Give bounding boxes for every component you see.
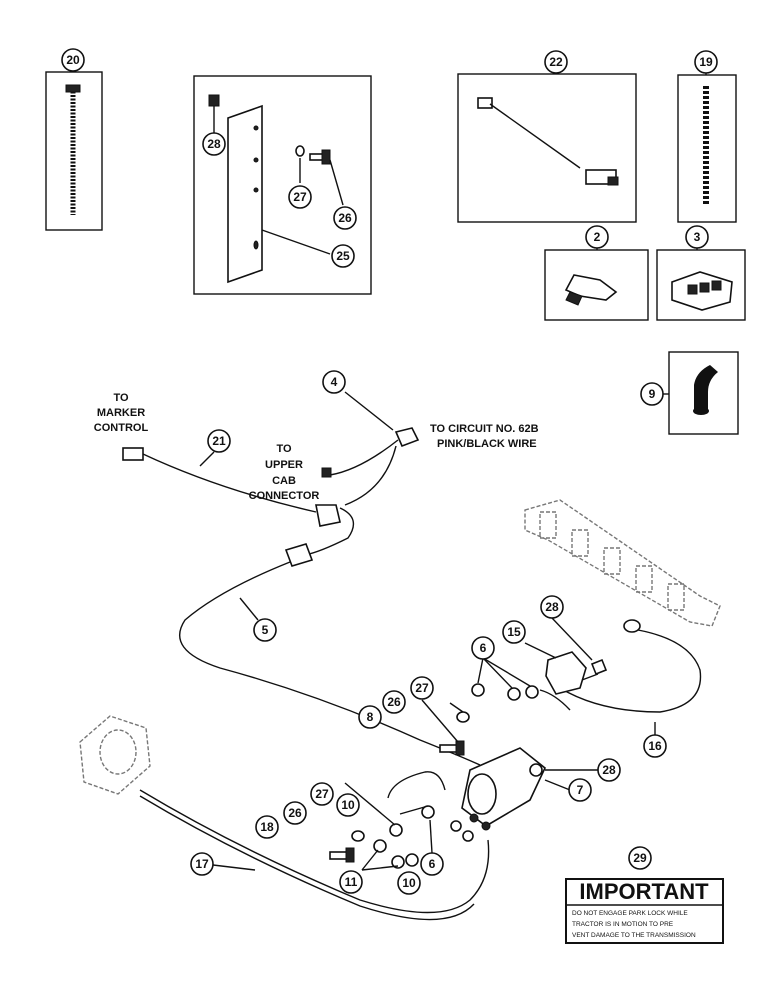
- callout-22: 22: [544, 50, 568, 74]
- part-20-box: [45, 70, 103, 231]
- part-19-box: [677, 73, 737, 223]
- svg-text:CAB: CAB: [272, 475, 296, 487]
- wiring-harness: [122, 391, 702, 766]
- starter-motor: [79, 715, 490, 921]
- part-22-box: [457, 72, 637, 223]
- label-circuit-62b: TO CIRCUIT NO. 62B PINK/BLACK WIRE: [430, 423, 539, 450]
- callout-10-a: 10: [336, 793, 360, 817]
- svg-text:16: 16: [648, 739, 662, 753]
- svg-text:26: 26: [288, 806, 302, 820]
- svg-text:TO: TO: [276, 443, 292, 455]
- svg-text:27: 27: [293, 190, 307, 204]
- callout-26-a: 26: [333, 206, 357, 230]
- svg-text:25: 25: [336, 249, 350, 263]
- callout-11: 11: [339, 870, 363, 894]
- svg-text:17: 17: [195, 857, 209, 871]
- callout-27-c: 27: [310, 782, 334, 806]
- svg-text:20: 20: [66, 53, 80, 67]
- svg-text:28: 28: [602, 763, 616, 777]
- svg-text:6: 6: [429, 857, 436, 871]
- part-7-solenoid: [461, 747, 598, 831]
- svg-text:11: 11: [345, 875, 358, 889]
- callout-27-a: 27: [288, 185, 312, 209]
- svg-text:MARKER: MARKER: [97, 407, 145, 419]
- svg-text:10: 10: [402, 876, 416, 890]
- callout-3: 3: [685, 225, 709, 249]
- callout-28-b: 28: [540, 595, 564, 619]
- callout-20: 20: [61, 48, 85, 72]
- svg-text:28: 28: [207, 137, 221, 151]
- svg-text:8: 8: [367, 710, 374, 724]
- callout-15: 15: [502, 620, 526, 644]
- callout-5: 5: [253, 618, 277, 642]
- svg-text:18: 18: [260, 820, 274, 834]
- callout-28-c: 28: [597, 758, 621, 782]
- svg-text:4: 4: [331, 375, 338, 389]
- svg-text:26: 26: [338, 211, 352, 225]
- callout-10-b: 10: [397, 871, 421, 895]
- washer-bolt-middle: [421, 699, 470, 756]
- svg-text:5: 5: [262, 623, 269, 637]
- svg-text:19: 19: [699, 55, 713, 69]
- callout-26-b: 26: [382, 690, 406, 714]
- important-line-2: TRACTOR IS IN MOTION TO PRE: [572, 921, 674, 928]
- callout-26-c: 26: [283, 801, 307, 825]
- callout-28-a: 28: [202, 132, 226, 156]
- svg-text:CONTROL: CONTROL: [94, 422, 149, 434]
- label-marker-control: TO MARKER CONTROL: [94, 392, 149, 434]
- svg-text:7: 7: [577, 783, 584, 797]
- callout-25: 25: [331, 244, 355, 268]
- callout-9: 9: [640, 382, 664, 406]
- callout-16: 16: [643, 734, 667, 758]
- callout-29: 29: [628, 846, 652, 870]
- part-9-box: [663, 351, 739, 435]
- callout-6-a: 6: [471, 636, 495, 660]
- svg-text:UPPER: UPPER: [265, 459, 303, 471]
- callout-6-b: 6: [420, 852, 444, 876]
- svg-text:CONNECTOR: CONNECTOR: [249, 490, 320, 502]
- important-line-1: DO NOT ENGAGE PARK LOCK WHILE: [572, 910, 688, 917]
- svg-text:28: 28: [545, 600, 559, 614]
- svg-text:27: 27: [415, 681, 429, 695]
- flasher-bracket: [524, 499, 721, 627]
- callout-21: 21: [207, 429, 231, 453]
- important-line-3: VENT DAMAGE TO THE TRANSMISSION: [572, 932, 696, 939]
- part-15: [524, 617, 608, 695]
- svg-text:21: 21: [212, 434, 226, 448]
- callout-27-b: 27: [410, 676, 434, 700]
- svg-text:29: 29: [633, 851, 647, 865]
- part-6-nuts: [471, 657, 571, 711]
- label-upper-cab-connector: TO UPPER CAB CONNECTOR: [249, 443, 320, 502]
- callout-19: 19: [694, 50, 718, 74]
- part-25-box: [193, 75, 372, 295]
- svg-text:PINK/BLACK WIRE: PINK/BLACK WIRE: [437, 438, 537, 450]
- important-title: IMPORTANT: [579, 879, 709, 904]
- callout-7: 7: [568, 778, 592, 802]
- lower-hardware: [329, 771, 474, 871]
- svg-text:22: 22: [549, 55, 563, 69]
- svg-text:6: 6: [480, 641, 487, 655]
- callout-17: 17: [190, 852, 214, 876]
- callout-8: 8: [358, 705, 382, 729]
- svg-text:TO: TO: [113, 392, 129, 404]
- part-3-box: [656, 247, 746, 321]
- svg-text:9: 9: [649, 387, 656, 401]
- svg-text:3: 3: [694, 230, 701, 244]
- important-decal: 29 IMPORTANT DO NOT ENGAGE PARK LOCK WHI…: [565, 846, 724, 944]
- callout-18: 18: [255, 815, 279, 839]
- part-2-box: [544, 247, 649, 321]
- svg-text:26: 26: [387, 695, 401, 709]
- svg-text:10: 10: [341, 798, 355, 812]
- svg-text:TO CIRCUIT NO. 62B: TO CIRCUIT NO. 62B: [430, 423, 539, 435]
- svg-text:27: 27: [315, 787, 329, 801]
- callout-4: 4: [322, 370, 346, 394]
- svg-text:15: 15: [507, 625, 521, 639]
- svg-text:2: 2: [594, 230, 601, 244]
- callout-2: 2: [585, 225, 609, 249]
